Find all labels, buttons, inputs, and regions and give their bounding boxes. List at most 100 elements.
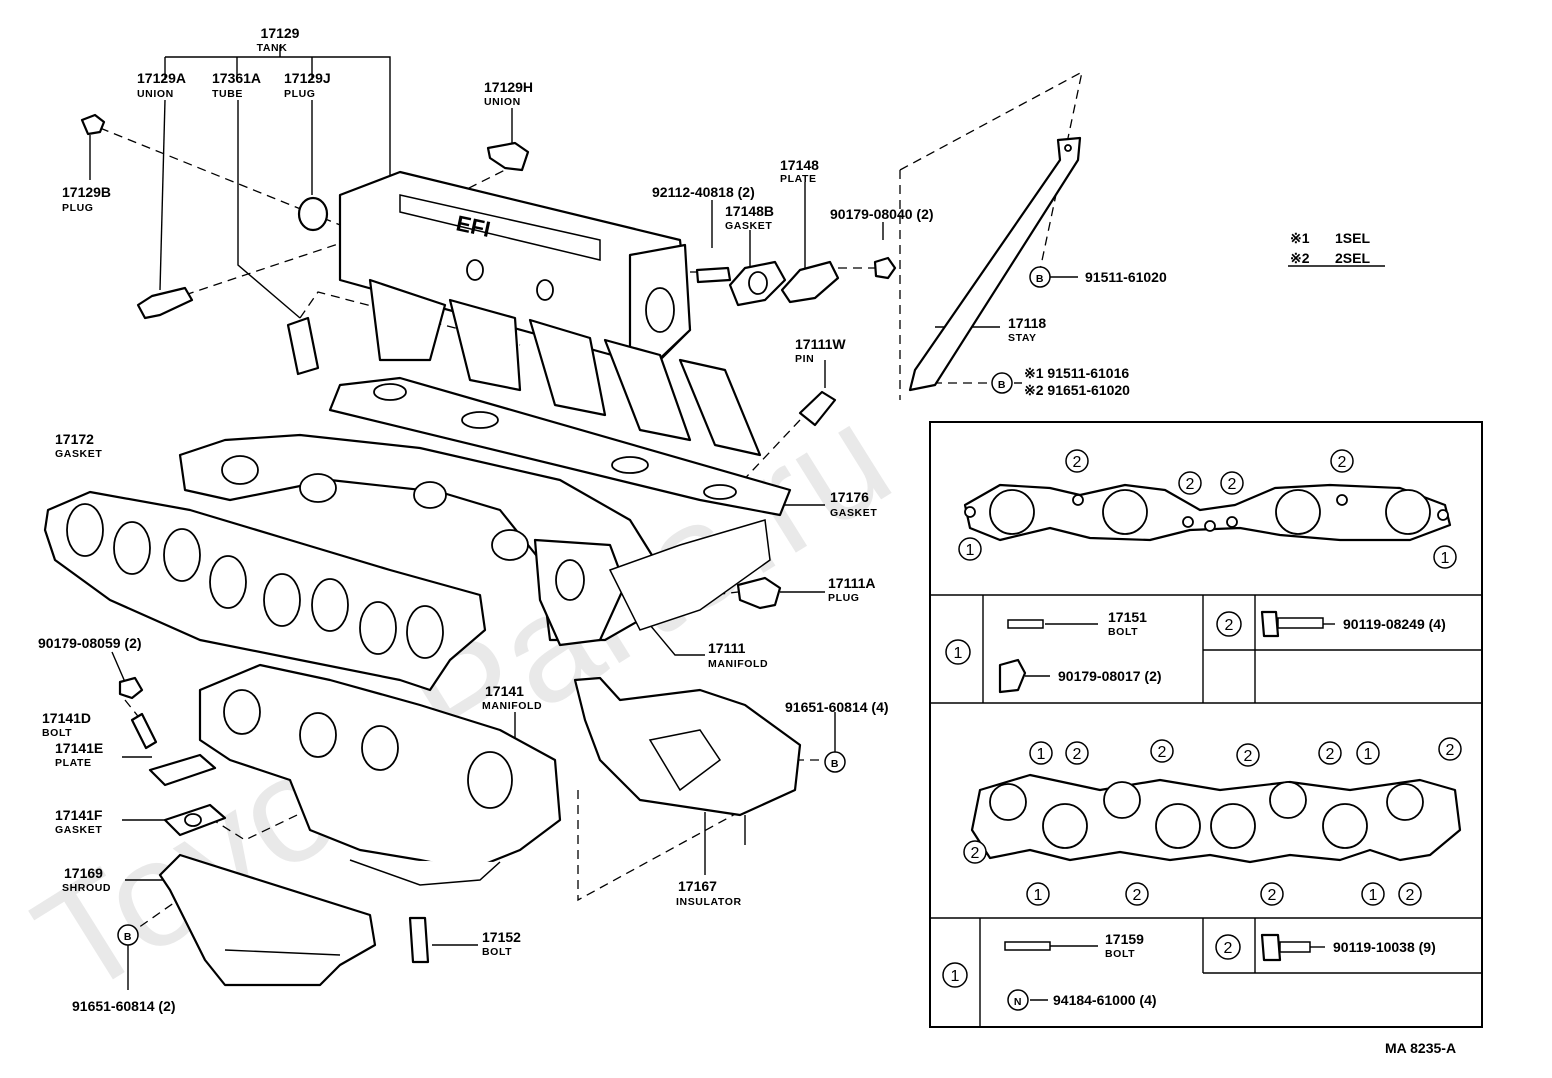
- name-17129: TANK: [257, 42, 288, 54]
- gasket-17148b-shape: [728, 260, 787, 307]
- name-17148b: GASKET: [725, 220, 772, 232]
- svg-text:2: 2: [1186, 476, 1195, 493]
- tank-17129-shape: EFI: [338, 170, 762, 457]
- svg-text:2: 2: [1326, 746, 1335, 763]
- lower-gasket-callouts: 1 2 2 2 2 1 2 2 1 2 2 1 2: [963, 737, 1462, 906]
- label-17148b: 17148B: [725, 203, 774, 219]
- name-17167: INSULATOR: [676, 896, 742, 908]
- label-17148: 17148: [780, 157, 819, 173]
- gasket-17141f-shape: [163, 803, 227, 837]
- name-17361a: TUBE: [212, 88, 243, 100]
- svg-text:1: 1: [954, 645, 963, 662]
- svg-text:1: 1: [1441, 550, 1450, 567]
- gasket-17172-shape: [43, 490, 487, 692]
- label-17152: 17152: [482, 929, 521, 945]
- label-17111a: 17111A: [828, 575, 876, 591]
- table2-row1-name: BOLT: [1105, 948, 1135, 960]
- label-17141f: 17141F: [55, 807, 103, 823]
- drawing-code: MA 8235-A: [1385, 1040, 1456, 1056]
- name-17141: MANIFOLD: [482, 700, 542, 712]
- pin-17111w-shape: [798, 390, 837, 427]
- label-17118: 17118: [1008, 315, 1046, 331]
- label-17129: 17129: [261, 25, 300, 41]
- label-90179-08059: 90179-08059 (2): [38, 635, 142, 651]
- label-17129b: 17129B: [62, 184, 111, 200]
- name-17111w: PIN: [795, 353, 814, 365]
- bolt-17141d-shape: [130, 712, 158, 750]
- gasket-17176-shape: [328, 376, 792, 517]
- name-17111a: PLUG: [828, 592, 860, 604]
- plug-17111a-shape: [736, 576, 782, 610]
- plug-17129b-shape: [80, 113, 106, 136]
- plate-17141e-shape: [148, 753, 217, 787]
- name-17152: BOLT: [482, 946, 512, 958]
- svg-text:2: 2: [1338, 454, 1347, 471]
- svg-text:2: 2: [1228, 476, 1237, 493]
- name-17129a: UNION: [137, 88, 174, 100]
- label-17141: 17141: [485, 683, 524, 699]
- svg-text:1: 1: [1037, 746, 1046, 763]
- table2-row1-num: 17159: [1105, 931, 1144, 947]
- legend-mark-2: ※2: [1290, 250, 1310, 266]
- exhaust-manifold-17141-shape: [198, 663, 562, 886]
- svg-text:2: 2: [1406, 887, 1415, 904]
- label-17141d: 17141D: [42, 710, 91, 726]
- name-17141e: PLATE: [55, 757, 92, 769]
- name-17141d: BOLT: [42, 727, 72, 739]
- detail-panel: 2 2 2 2 1 1 1 2 17151 BOLT 90179-08017 (…: [929, 421, 1483, 1028]
- stud-92112-shape: [695, 266, 732, 284]
- svg-text:1: 1: [1034, 887, 1043, 904]
- tube-17361a-shape: [286, 316, 320, 376]
- table1-row1-name: BOLT: [1108, 626, 1138, 638]
- name-17129b: PLUG: [62, 202, 94, 214]
- nut-90179-08040-shape: [873, 256, 897, 280]
- shroud-17169-shape: [158, 853, 377, 987]
- upper-gasket-callouts: 2 2 2 2 1 1: [958, 449, 1457, 569]
- label-17167: 17167: [678, 878, 717, 894]
- table1-row1-num: 17151: [1108, 609, 1147, 625]
- manifold-17111-shape: [178, 433, 771, 647]
- part-labels: 17129 TANK 17129A UNION 17361A TUBE 1712…: [38, 25, 1167, 1014]
- svg-text:2: 2: [1225, 617, 1234, 634]
- svg-text:1: 1: [951, 968, 960, 985]
- union-17129a-shape: [136, 286, 194, 320]
- label-stay-bolt-1: ※1 91511-61016: [1024, 365, 1129, 381]
- svg-text:2: 2: [1268, 887, 1277, 904]
- svg-text:2: 2: [1446, 742, 1455, 759]
- svg-text:2: 2: [1073, 746, 1082, 763]
- svg-text:B: B: [998, 379, 1006, 391]
- label-17176: 17176: [830, 489, 869, 505]
- table2-row2-num: 94184-61000 (4): [1053, 992, 1157, 1008]
- table1-row2-num: 90179-08017 (2): [1058, 668, 1162, 684]
- bolt-17152-shape: [408, 916, 430, 964]
- name-17172: GASKET: [55, 448, 102, 460]
- label-91511-61020: 91511-61020: [1085, 269, 1167, 285]
- name-17111: MANIFOLD: [708, 658, 768, 670]
- name-17118: STAY: [1008, 332, 1037, 344]
- svg-text:2: 2: [1244, 748, 1253, 765]
- svg-text:2: 2: [971, 845, 980, 862]
- label-91651-60814-2: 91651-60814 (2): [72, 998, 176, 1014]
- svg-text:2: 2: [1133, 887, 1142, 904]
- label-92112: 92112-40818 (2): [652, 184, 755, 200]
- label-17129a: 17129A: [137, 70, 186, 86]
- name-17129h: UNION: [484, 96, 521, 108]
- leader-lines: [89, 45, 1078, 990]
- legend-text-2: 2SEL: [1335, 250, 1370, 266]
- plate-17148-shape: [780, 260, 840, 304]
- svg-text:1: 1: [1369, 887, 1378, 904]
- legend-mark-1: ※1: [1290, 230, 1310, 246]
- svg-text:B: B: [1036, 273, 1044, 285]
- label-90179-08040: 90179-08040 (2): [830, 206, 934, 222]
- label-17111w: 17111W: [795, 336, 846, 352]
- label-17172: 17172: [55, 431, 94, 447]
- insulator-17167-shape: [573, 676, 802, 845]
- svg-text:2: 2: [1073, 454, 1082, 471]
- circled-b-symbols: B B B B: [117, 266, 1051, 946]
- svg-text:B: B: [124, 931, 132, 943]
- legend-text-1: 1SEL: [1335, 230, 1370, 246]
- label-stay-bolt-2: ※2 91651-61020: [1024, 382, 1130, 398]
- svg-text:2: 2: [1224, 940, 1233, 957]
- svg-text:B: B: [831, 758, 839, 770]
- svg-text:N: N: [1014, 996, 1022, 1008]
